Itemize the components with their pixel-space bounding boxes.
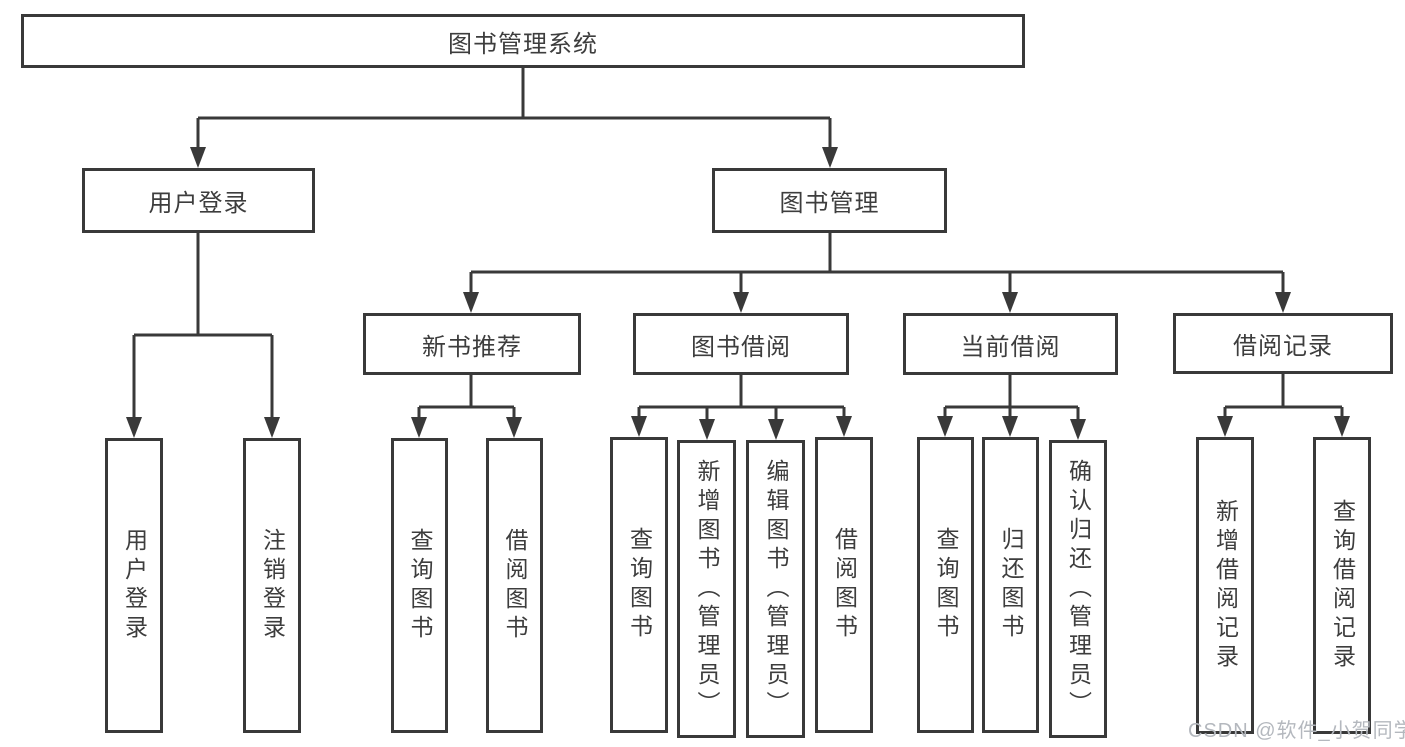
leaf-records-add: 新增借阅记录 — [1196, 437, 1254, 734]
leaf-borrow-query-label: 查询图书 — [626, 527, 653, 643]
node-current-borrow: 当前借阅 — [903, 313, 1118, 375]
node-root-label: 图书管理系统 — [448, 30, 598, 58]
leaf-borrow-borrow: 借阅图书 — [815, 437, 873, 733]
leaf-user-login-label: 用户登录 — [121, 527, 148, 644]
leaf-records-add-label: 新增借阅记录 — [1212, 498, 1239, 673]
connector-bookmgmt-to-level3 — [469, 233, 1285, 297]
leaf-borrow-edit-admin: 编辑图书（管理员） — [746, 440, 805, 738]
node-current-borrow-label: 当前借阅 — [960, 333, 1061, 361]
leaf-records-query: 查询借阅记录 — [1313, 437, 1371, 734]
leaf-borrow-query: 查询图书 — [610, 437, 668, 733]
node-new-book-recommend-label: 新书推荐 — [422, 333, 522, 361]
leaf-borrow-edit-admin-label: 编辑图书（管理员） — [763, 458, 789, 720]
leaf-newbooks-query-label: 查询图书 — [407, 527, 433, 644]
connector-newbooks-to-leaves — [417, 375, 516, 422]
connector-userlogin-to-leaves — [132, 233, 274, 422]
leaf-borrow-borrow-label: 借阅图书 — [831, 527, 858, 643]
leaf-current-confirm-admin-label: 确认归还（管理员） — [1065, 458, 1092, 720]
leaf-newbooks-borrow: 借阅图书 — [486, 438, 543, 733]
leaf-current-query: 查询图书 — [917, 437, 974, 733]
node-borrow-records-label: 借阅记录 — [1233, 333, 1333, 360]
connector-bookborrow-to-leaves — [637, 375, 846, 424]
csdn-watermark: CSDN @软件_小贺同学 — [1188, 720, 1405, 742]
connector-root-to-level2 — [196, 68, 832, 152]
leaf-current-query-label: 查询图书 — [933, 527, 959, 643]
leaf-current-return: 归还图书 — [982, 437, 1039, 733]
leaf-borrow-add-admin-label: 新增图书（管理员） — [694, 458, 720, 720]
leaf-borrow-add-admin: 新增图书（管理员） — [677, 440, 736, 738]
connector-records-to-leaves — [1223, 374, 1344, 421]
leaf-newbooks-borrow-label: 借阅图书 — [502, 527, 528, 644]
leaf-user-login: 用户登录 — [105, 438, 163, 733]
leaf-current-confirm-admin: 确认归还（管理员） — [1049, 440, 1107, 738]
node-book-borrow-label: 图书借阅 — [691, 333, 791, 361]
node-book-borrow: 图书借阅 — [633, 313, 849, 375]
node-user-login: 用户登录 — [82, 168, 315, 233]
node-new-book-recommend: 新书推荐 — [363, 313, 581, 375]
node-root: 图书管理系统 — [21, 14, 1025, 68]
node-book-management-label: 图书管理 — [779, 190, 880, 217]
leaf-logout-label: 注销登录 — [259, 527, 286, 644]
connector-currentborrow-to-leaves — [943, 375, 1080, 424]
leaf-records-query-label: 查询借阅记录 — [1329, 498, 1356, 673]
leaf-newbooks-query: 查询图书 — [391, 438, 448, 733]
leaf-current-return-label: 归还图书 — [998, 527, 1024, 643]
node-user-login-label: 用户登录 — [148, 190, 249, 217]
node-book-management: 图书管理 — [712, 168, 947, 233]
node-borrow-records: 借阅记录 — [1173, 313, 1393, 374]
arrowheads — [126, 147, 1350, 440]
leaf-logout: 注销登录 — [243, 438, 301, 733]
